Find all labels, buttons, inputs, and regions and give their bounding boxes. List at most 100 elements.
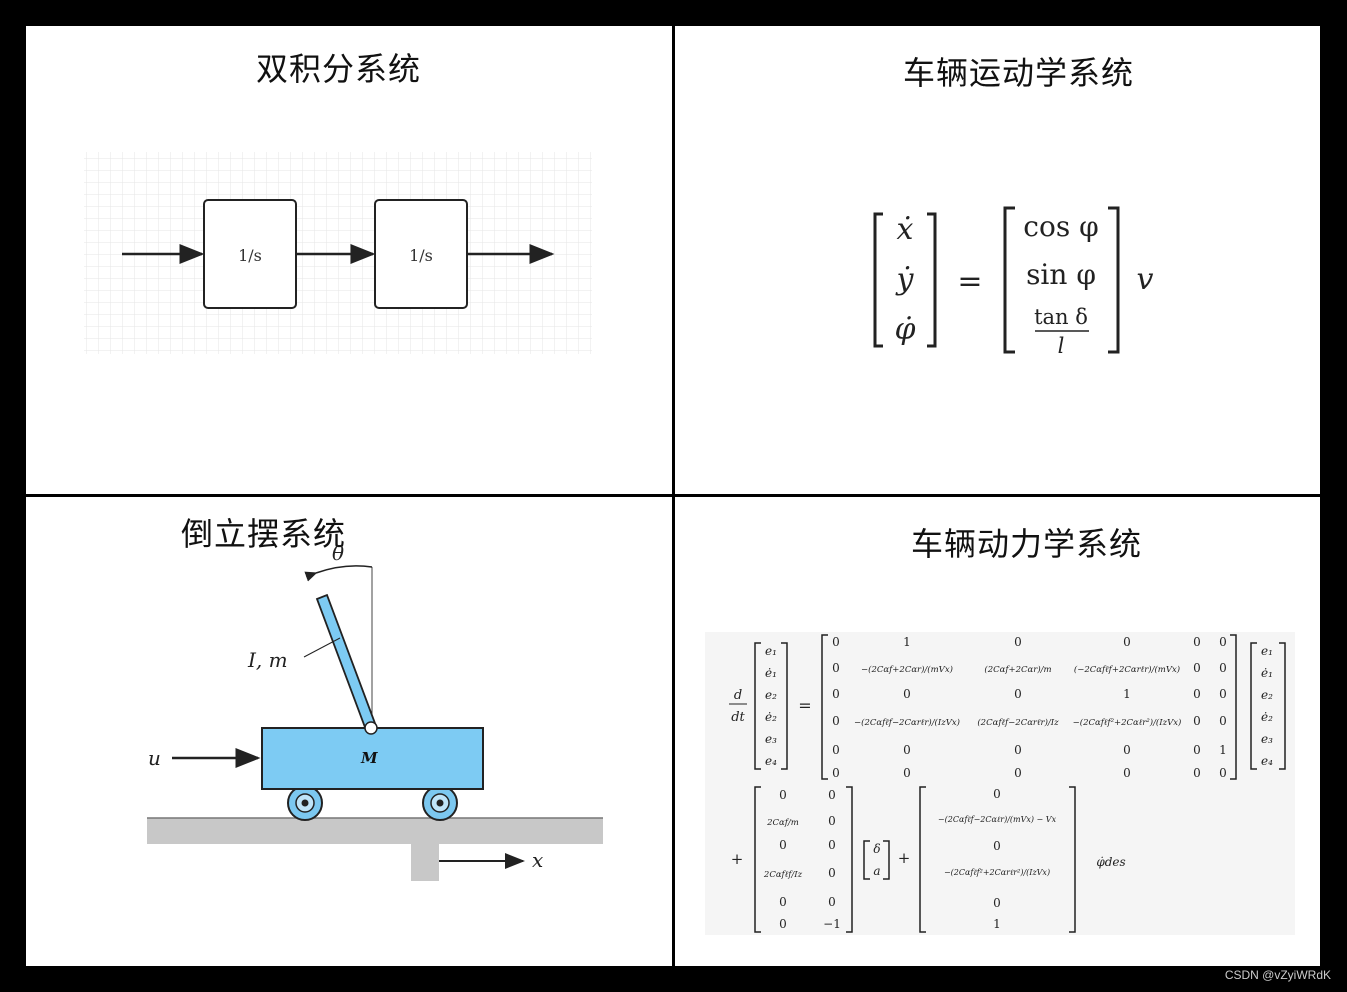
plus-sign-2: + (898, 849, 911, 867)
B-matrix-entry: 0 (779, 788, 787, 802)
lhs-bracket-right (927, 212, 937, 348)
rhs-tan-num: tan δ (1034, 305, 1088, 329)
A-matrix-entry: (2Cαfℓf−2Cαrℓr)/Iz (977, 717, 1059, 728)
A-matrix-entry: 0 (832, 743, 840, 757)
C-vector-entry: 0 (993, 896, 1001, 910)
panel-title: 双积分系统 (256, 50, 422, 88)
plus-sign-1: + (731, 850, 744, 868)
pendulum-diagram: x M u θ I, m (147, 541, 603, 881)
state2-entry: ė₂ (1261, 710, 1273, 724)
A-matrix-entry: 0 (832, 714, 840, 728)
state-entry: e₄ (765, 754, 777, 768)
input-a: a (873, 864, 880, 878)
A-matrix-entry: 0 (1193, 661, 1201, 675)
panel-double-integrator: 双积分系统 1/s 1/s (26, 26, 672, 494)
state-entry: e₃ (765, 732, 777, 746)
A-matrix-entry: 0 (1014, 743, 1022, 757)
x-axis-label: x (532, 848, 543, 872)
B-matrix-entry: 0 (828, 814, 836, 828)
rod-label: I, m (247, 648, 288, 672)
A-matrix-entry: 0 (1014, 687, 1022, 701)
panel-title: 车辆动力学系统 (911, 525, 1143, 563)
pivot-joint (364, 721, 378, 735)
B-matrix-entry: 0 (828, 788, 836, 802)
integrator-label-2: 1/s (409, 246, 433, 265)
panel-kinematics: 车辆运动学系统 ẋ ẏ φ̇ = cos φ sin φ tan δ l v (675, 26, 1320, 494)
A-matrix-entry: 0 (1219, 714, 1227, 728)
kinematics-equation: ẋ ẏ φ̇ = cos φ sin φ tan δ l v (873, 206, 1154, 358)
block-diagram: 1/s 1/s (84, 152, 592, 354)
A-matrix-entry: −(2Cαf+2Cαr)/(mVx) (861, 664, 953, 675)
C-vector-entry: −(2Cαfℓf²+2Cαrℓr²)/(IzVx) (944, 868, 1050, 877)
ground-support (411, 844, 439, 881)
lhs-x-dot: ẋ (897, 212, 914, 247)
B-bracket-left (754, 786, 761, 933)
A-matrix-entry: 1 (1123, 687, 1131, 701)
state-entry: ė₂ (765, 710, 777, 724)
lhs-phi-dot: φ̇ (894, 312, 915, 347)
phi-dot-des: φ̇des (1096, 855, 1125, 869)
B-matrix-entry: 0 (779, 917, 787, 931)
A-matrix-entry: 0 (1123, 766, 1131, 780)
A-matrix-entry: 0 (1193, 766, 1201, 780)
input-bracket-right (883, 840, 890, 880)
panel-title: 车辆运动学系统 (903, 54, 1135, 92)
rhs-bracket-right (1108, 206, 1120, 354)
rhs-l-den: l (1058, 334, 1065, 358)
force-label: u (148, 746, 161, 770)
cart-mass-label: M (360, 749, 378, 767)
A-matrix-entry: 0 (1193, 635, 1201, 649)
panel-title: 倒立摆系统 (181, 515, 347, 553)
state2-bracket-right (1279, 642, 1286, 770)
panel-inverted-pendulum: 倒立摆系统 x M u (26, 497, 672, 966)
state2-bracket-left (1250, 642, 1257, 770)
angle-arc (304, 565, 373, 582)
B-matrix-entry: 0 (828, 838, 836, 852)
integrator-label-1: 1/s (238, 246, 262, 265)
velocity-v: v (1137, 262, 1154, 297)
B-matrix-entry: 0 (779, 838, 787, 852)
C-vector-entry: 0 (993, 839, 1001, 853)
B-matrix-entry: 0 (779, 895, 787, 909)
A-matrix-entry: 0 (1014, 766, 1022, 780)
state2-entry: e₁ (1261, 644, 1273, 658)
A-bracket-left (821, 634, 828, 780)
rhs-cos: cos φ (1023, 210, 1098, 243)
rhs-bracket-left (1003, 206, 1015, 354)
A-matrix-entry: 0 (1219, 687, 1227, 701)
A-matrix-entry: 0 (1219, 766, 1227, 780)
state-entry: ė₁ (765, 666, 777, 680)
ddt-denominator: dt (731, 710, 745, 725)
A-matrix-entry: 0 (832, 635, 840, 649)
C-vector-entry: −(2Cαfℓf−2Cαℓr)/(mVx) − Vx (938, 815, 1057, 824)
A-matrix-entry: 0 (1193, 714, 1201, 728)
A-matrix-entry: 0 (832, 766, 840, 780)
A-matrix-entry: (−2Cαfℓf+2Cαrℓr)/(mVx) (1074, 664, 1180, 675)
A-matrix-entry: 0 (1193, 687, 1201, 701)
rhs-sin: sin φ (1026, 258, 1096, 291)
cart-body (261, 727, 484, 790)
state-entry: e₁ (765, 644, 777, 658)
B-matrix-entry: 0 (828, 895, 836, 909)
state2-entry: e₄ (1261, 754, 1273, 768)
state-bracket-right (781, 642, 788, 770)
cart-wheel-left (287, 785, 323, 821)
B-bracket-right (846, 786, 853, 933)
A-matrix-entry: 0 (1193, 743, 1201, 757)
A-matrix-entry: 0 (1123, 635, 1131, 649)
A-matrix-entry: 0 (832, 687, 840, 701)
B-matrix-entry: 2Cαfℓf/Iz (763, 870, 803, 880)
C-bracket-left (919, 786, 926, 933)
state-entry: e₂ (765, 688, 777, 702)
equals-sign: = (798, 696, 811, 715)
C-vector-entry: 1 (993, 917, 1001, 931)
angle-theta-label: θ (332, 541, 344, 565)
state2-entry: e₂ (1261, 688, 1273, 702)
A-matrix-entry: −(2Cαfℓf²+2Cαℓr²)/(IzVx) (1073, 717, 1182, 728)
A-matrix-entry: 0 (832, 661, 840, 675)
A-matrix-entry: 1 (903, 635, 911, 649)
state2-entry: ė₁ (1261, 666, 1273, 680)
B-matrix-entry: 0 (828, 866, 836, 880)
